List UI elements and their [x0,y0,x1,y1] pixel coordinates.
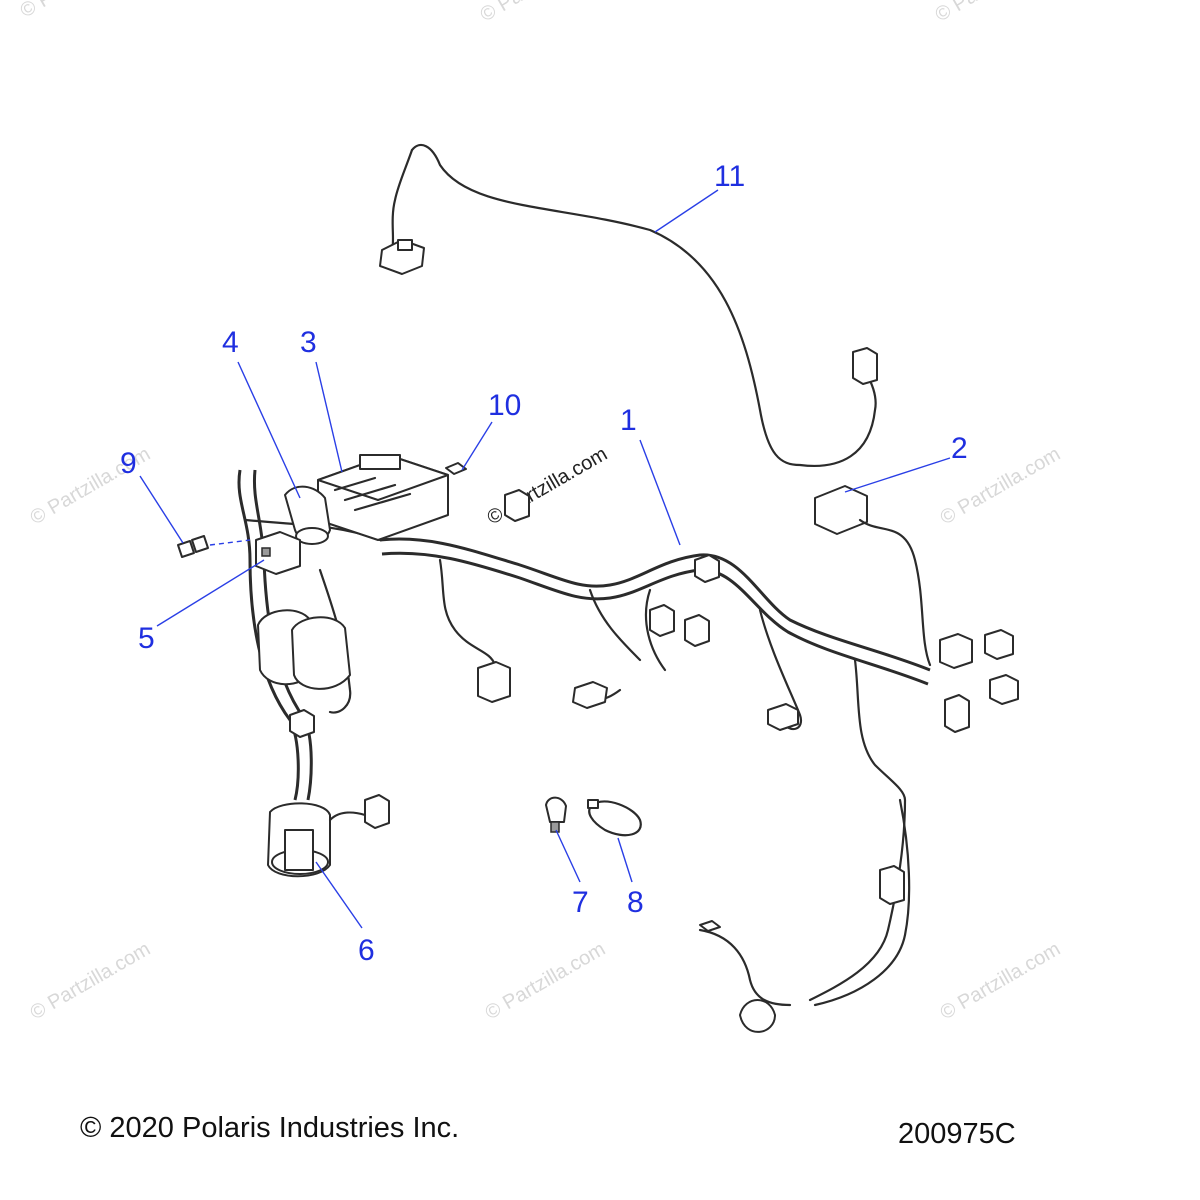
leader-2 [844,457,951,493]
main-harness-1 [237,469,931,1007]
leader-1 [639,439,681,546]
watermark: © Partzilla.com [482,938,610,1024]
callout-8: 8 [627,886,644,919]
leader-5 [156,559,265,627]
watermarks: © Partzilla.com © Partzilla.com © Partzi… [17,0,1065,1024]
clip-10 [445,462,467,475]
callout-7: 7 [572,886,589,919]
fuse-box-3 [317,454,449,541]
ecu-connectors [257,609,351,878]
callout-2: 2 [951,432,968,465]
watermark-center: © Partzilla.com [484,443,612,529]
leader-4 [237,361,301,499]
watermark: © Partzilla.com [477,0,605,26]
fastener-7 [545,796,567,833]
callout-1: 1 [620,404,637,437]
callout-5: 5 [138,622,155,655]
callout-6: 6 [358,934,375,967]
sub-harness-11 [379,143,878,467]
watermark: © Partzilla.com [17,0,145,22]
watermark: © Partzilla.com [937,938,1065,1024]
leader-lines [139,189,951,929]
leader-3 [315,361,343,473]
callout-9: 9 [120,447,137,480]
diagram-code: 200975C [898,1118,1016,1150]
leader-8 [617,837,633,883]
misc-connectors [289,489,1019,1033]
watermark: © Partzilla.com [932,0,1060,26]
callout-10: 10 [488,389,521,422]
callout-4: 4 [222,326,239,359]
copyright-notice: © 2020 Polaris Industries Inc. [80,1112,460,1144]
leader-9 [139,475,184,544]
callouts: 1 2 3 4 5 6 7 8 9 10 11 [120,160,968,967]
callout-3: 3 [300,326,317,359]
watermark: © Partzilla.com [27,938,155,1024]
fuse-9 [177,535,251,558]
leader-7 [555,829,581,883]
leader-11 [654,189,719,233]
relay-4 [284,485,331,545]
leader-6 [315,861,363,929]
leader-10 [461,421,493,471]
connector-5 [255,531,301,575]
cable-tie-8 [587,799,642,837]
connector-2-branch [814,485,932,667]
callout-11: 11 [714,160,745,193]
